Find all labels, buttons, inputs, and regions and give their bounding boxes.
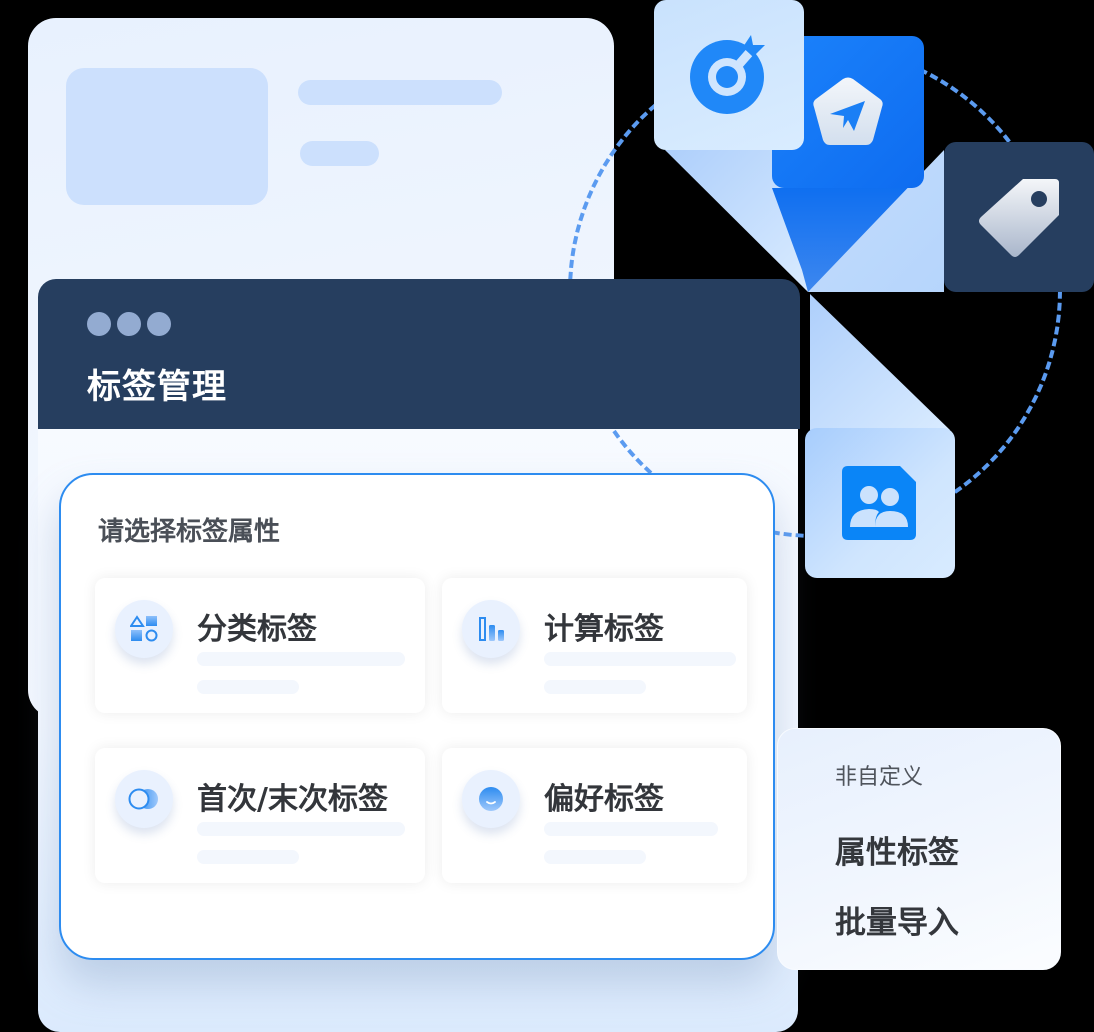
placeholder-line: [197, 652, 405, 666]
menu-item-batch-import[interactable]: 批量导入: [835, 905, 959, 941]
send-icon: [813, 77, 883, 145]
window-header: 标签管理: [38, 279, 800, 429]
option-computed-tag[interactable]: 计算标签: [442, 578, 747, 713]
window-title: 标签管理: [87, 367, 227, 407]
placeholder-line: [544, 680, 646, 694]
option-preference-tag[interactable]: 偏好标签: [442, 748, 747, 883]
menu-item-attribute-tag[interactable]: 属性标签: [835, 835, 959, 871]
placeholder-line: [544, 850, 646, 864]
window-dot[interactable]: [147, 312, 171, 336]
users-tile: [805, 428, 955, 578]
placeholder-line: [197, 822, 405, 836]
placeholder-thumbnail: [66, 68, 268, 205]
toggle-icon: [115, 770, 173, 828]
placeholder-line: [197, 680, 299, 694]
target-tile: [654, 0, 804, 150]
placeholder-line: [544, 652, 736, 666]
option-first-last-tag[interactable]: 首次/末次标签: [95, 748, 425, 883]
smile-icon: [462, 770, 520, 828]
placeholder-line: [300, 141, 379, 166]
placeholder-line: [197, 850, 299, 864]
placeholder-line: [544, 822, 718, 836]
tag-attribute-selector: 请选择标签属性 分类标签 计算标签: [59, 473, 775, 960]
target-icon: [690, 35, 765, 114]
option-label: 分类标签: [197, 612, 317, 647]
window-controls: [87, 312, 171, 336]
shapes-icon: [115, 600, 173, 658]
option-label: 偏好标签: [544, 782, 664, 817]
menu-caption: 非自定义: [835, 765, 924, 790]
option-category-tag[interactable]: 分类标签: [95, 578, 425, 713]
option-label: 计算标签: [544, 612, 664, 647]
selector-title: 请选择标签属性: [98, 517, 281, 547]
placeholder-line: [298, 80, 502, 105]
tag-type-menu: 非自定义 属性标签 批量导入: [777, 728, 1061, 970]
window-dot[interactable]: [117, 312, 141, 336]
users-icon: [842, 466, 916, 540]
option-label: 首次/末次标签: [197, 782, 388, 817]
tag-icon: [979, 179, 1059, 257]
window-dot[interactable]: [87, 312, 111, 336]
tag-tile: [944, 142, 1094, 292]
bar-chart-icon: [462, 600, 520, 658]
